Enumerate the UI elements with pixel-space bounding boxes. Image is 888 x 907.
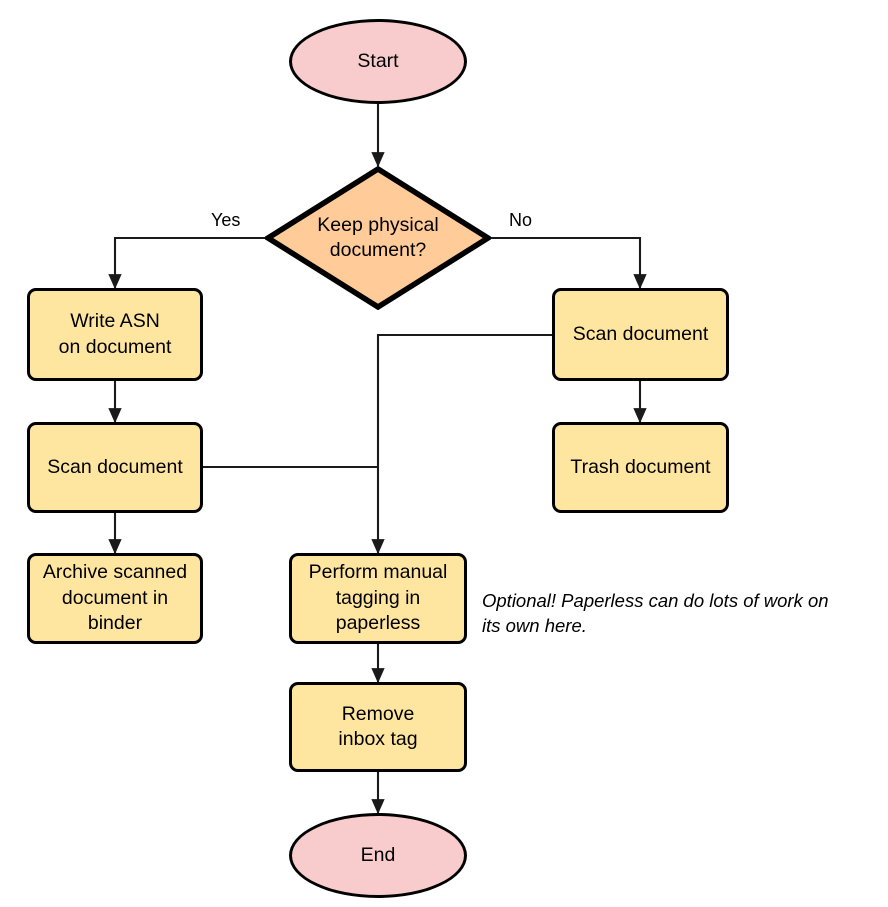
node-scan-document-left[interactable]: Scan document (27, 422, 203, 513)
node-start[interactable]: Start (289, 19, 467, 104)
node-trash-document-label: Trash document (570, 455, 711, 478)
node-scan-document-right[interactable]: Scan document (552, 288, 729, 381)
node-remove-inbox-tag-label: Remove inbox tag (338, 702, 418, 750)
node-keep-physical-document[interactable]: Keep physical document? (265, 166, 491, 310)
node-archive-scanned-document-in-binder[interactable]: Archive scanned document in binder (27, 553, 203, 644)
edge-decision-no (491, 236, 647, 290)
node-perform-manual-tagging-in-paperless-label: Perform manual tagging in paperless (308, 561, 448, 635)
edge-decision-yes (108, 236, 265, 290)
edge-scan-right-to-tagging (371, 333, 552, 555)
node-scan-document-left-label: Scan document (47, 455, 183, 478)
node-write-asn-on-document-label: Write ASN on document (58, 310, 172, 358)
node-end-label: End (360, 844, 396, 867)
node-end[interactable]: End (289, 813, 467, 898)
node-scan-document-right-label: Scan document (572, 322, 709, 345)
diamond-shape (265, 166, 491, 310)
node-write-asn-on-document[interactable]: Write ASN on document (27, 288, 203, 381)
node-archive-scanned-document-in-binder-label: Archive scanned document in binder (42, 561, 188, 635)
edge-label-yes: Yes (211, 210, 241, 230)
node-keep-physical-document-label: Keep physical document? (317, 214, 439, 261)
node-perform-manual-tagging-in-paperless[interactable]: Perform manual tagging in paperless (289, 553, 467, 644)
node-remove-inbox-tag[interactable]: Remove inbox tag (289, 682, 467, 772)
node-trash-document[interactable]: Trash document (552, 422, 729, 513)
edge-label-no: No (509, 210, 533, 230)
node-start-label: Start (357, 50, 399, 73)
annotation-optional-note: Optional! Paperless can do lots of work … (482, 590, 829, 636)
